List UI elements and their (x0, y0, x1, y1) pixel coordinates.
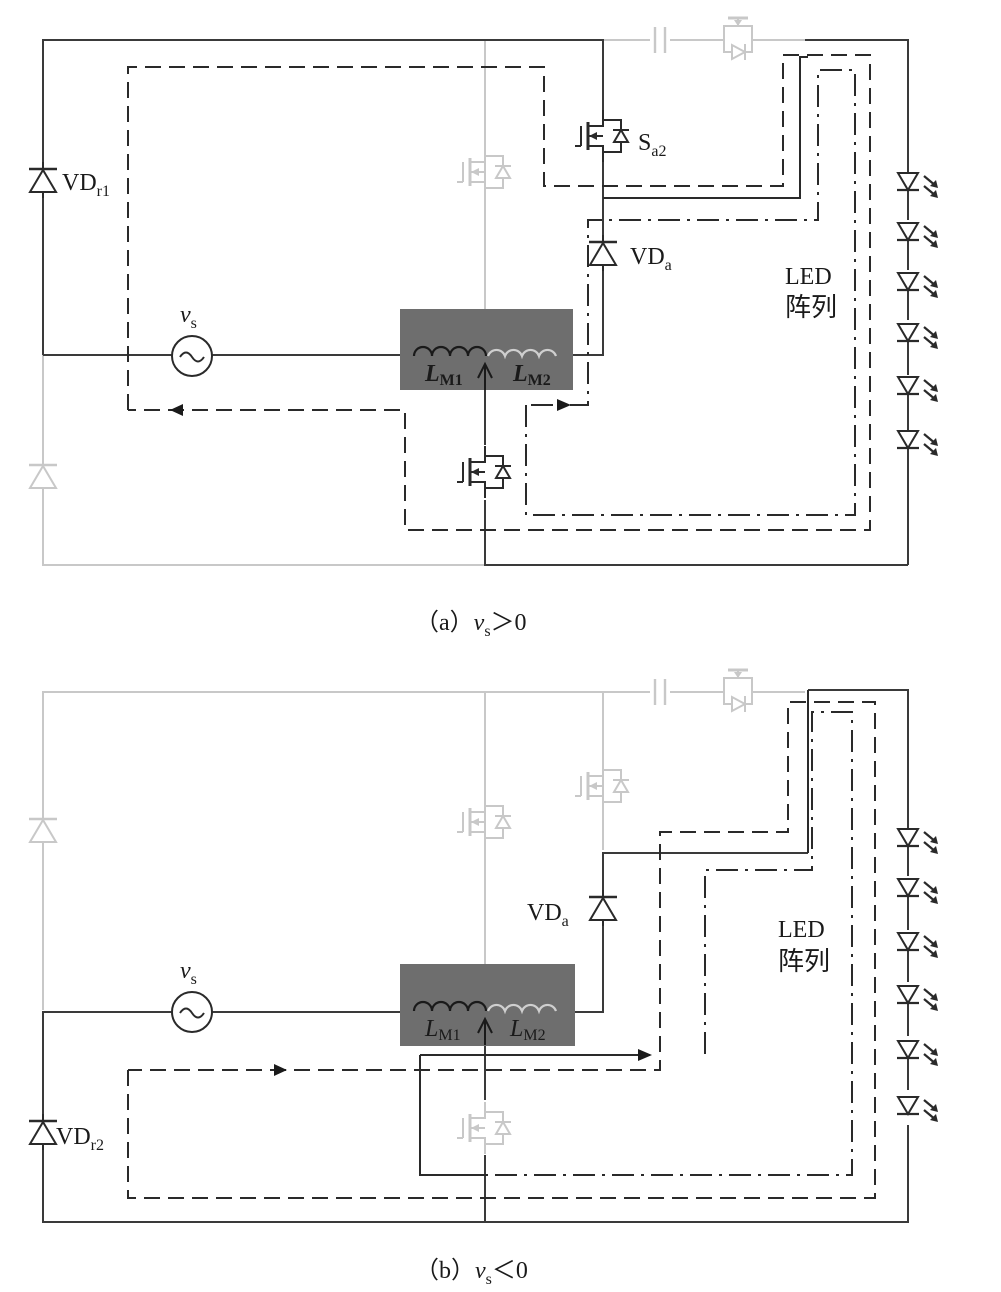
panel-b: VDr2 VDa vs LM1 LM2 LED 阵列 （b）vs＜0 (27, 668, 940, 1288)
current-path-dashed (127, 701, 876, 1199)
label-lm1: LM1 (424, 1016, 461, 1044)
label-vs: vs (180, 958, 197, 988)
led-array-label-cjk: 阵列 (785, 293, 837, 323)
mosfet-main-icon (455, 444, 513, 500)
arrow-left-icon (170, 404, 183, 416)
label-vda: VDa (527, 900, 569, 930)
arrow-right-icon (557, 399, 571, 411)
panel-a: VDr1 Sa2 VDa vs LM1 LM2 LED 阵列 （a）vs＞0 (27, 16, 940, 640)
led-icon (895, 877, 940, 906)
diode-vdr2-inactive-icon (27, 456, 59, 496)
caption-b: （b）vs＜0 (415, 1258, 528, 1288)
led-array-label: LED (778, 917, 825, 943)
mosfet-inactive-icon (455, 144, 513, 200)
capacitor-icon (653, 677, 667, 707)
label-lm2: LM2 (509, 1016, 546, 1044)
diode-vdr1-icon (27, 160, 59, 200)
arrow-right-icon (638, 1049, 652, 1061)
label-lm1: LM1 (424, 361, 463, 389)
current-path-dashdot (419, 711, 853, 1176)
led-icon (895, 271, 940, 300)
led-icon (895, 984, 940, 1013)
capacitor-icon (653, 25, 667, 55)
led-icon (895, 1039, 940, 1068)
caption-a: （a）vs＞0 (415, 610, 527, 640)
label-vdr1: VDr1 (62, 170, 110, 200)
mosfet-inactive-icon (455, 794, 513, 850)
led-icon (895, 1095, 940, 1124)
led-array-label: LED (785, 264, 832, 290)
series-mosfet-inactive-icon (710, 16, 766, 62)
current-path-dashdot (525, 69, 856, 516)
led-icon (895, 931, 940, 960)
label-sa2: Sa2 (638, 130, 666, 160)
label-vda: VDa (630, 244, 672, 274)
diode-vdr2-icon (27, 1112, 59, 1152)
led-icon (895, 827, 940, 856)
label-lm2: LM2 (512, 361, 551, 389)
led-icon (895, 429, 940, 458)
current-path-solid-lower (419, 1055, 486, 1176)
diode-vda-icon (587, 233, 619, 273)
led-icon (895, 375, 940, 404)
label-vdr2: VDr2 (56, 1124, 104, 1154)
label-vs: vs (180, 302, 197, 332)
current-path-solid (603, 56, 808, 199)
series-mosfet-inactive-icon (710, 668, 766, 714)
led-icon (895, 322, 940, 351)
arrow-right-icon (274, 1064, 287, 1076)
mosfet-sa2-icon (573, 108, 631, 164)
led-icon (895, 171, 940, 200)
mosfet-sa2-inactive-icon (573, 758, 631, 814)
led-icon (895, 221, 940, 250)
diode-vda-icon (587, 888, 619, 928)
current-path-dashed (127, 54, 871, 531)
mosfet-main-inactive-icon (455, 1100, 513, 1156)
diode-vdr1-inactive-icon (27, 810, 59, 850)
led-array-label-cjk: 阵列 (778, 947, 830, 977)
